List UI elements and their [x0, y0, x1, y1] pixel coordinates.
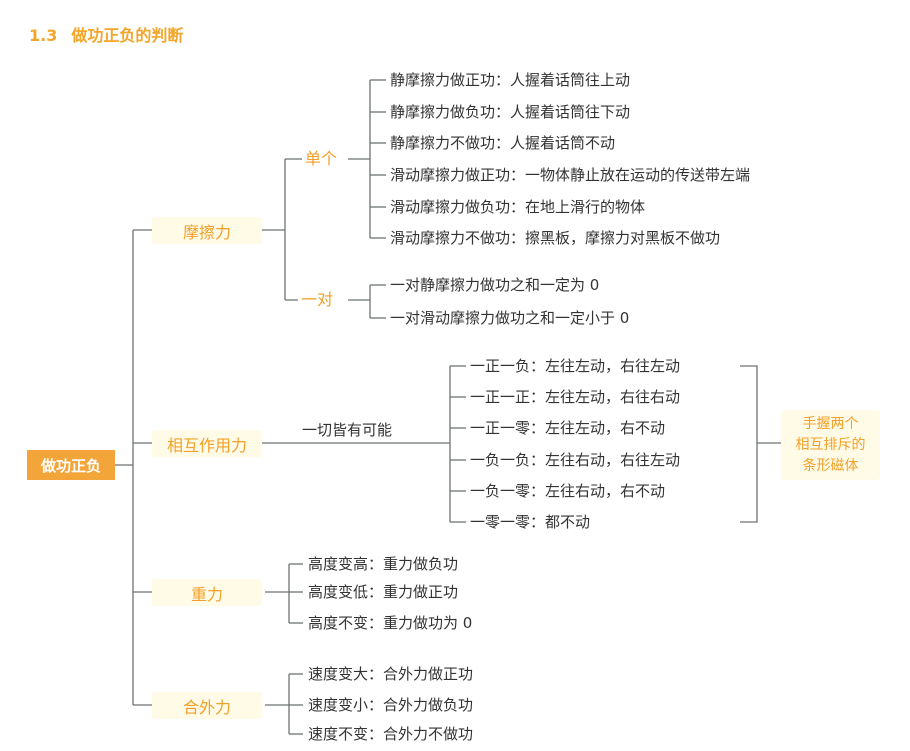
leaf-item: 一正一零：左往左动，右不动: [470, 419, 666, 437]
root-node: 做功正负: [27, 450, 115, 480]
leaf-item: 一对静摩擦力做功之和一定为 0: [390, 276, 600, 294]
leaf-item: 速度变小：合外力做负功: [308, 696, 474, 714]
note-line: 相互排斥的: [795, 436, 866, 453]
leaf-item: 高度变低：重力做正功: [308, 583, 459, 601]
leaf-item: 静摩擦力不做功：人握着话筒不动: [390, 134, 616, 152]
leaf-item: 一正一正：左往左动，右往右动: [470, 388, 681, 406]
note-line: 手握两个: [802, 415, 859, 432]
leaf-item: 速度不变：合外力不做功: [308, 725, 474, 743]
note-line: 条形磁体: [802, 457, 859, 474]
section-title: 1.3 做功正负的判断: [29, 22, 183, 46]
section-number: 1.3: [29, 26, 58, 45]
magnet-note: 手握两个 相互排斥的 条形磁体: [781, 410, 880, 480]
leaf-item: 一正一负：左往左动，右往左动: [470, 357, 681, 375]
leaf-item: 一负一负：左往右动，右往左动: [470, 451, 681, 469]
leaf-item: 一对滑动摩擦力做功之和一定小于 0: [390, 309, 630, 327]
leaf-item: 滑动摩擦力不做功：擦黑板，摩擦力对黑板不做功: [390, 229, 721, 247]
bracket: [740, 365, 758, 523]
leaf-item: 一负一零：左往右动，右不动: [470, 482, 666, 500]
node-single: 单个: [302, 149, 341, 169]
section-title-text: 做功正负的判断: [71, 26, 184, 45]
leaf-item: 高度变高：重力做负功: [308, 555, 459, 573]
node-pair: 一对: [298, 290, 337, 310]
node-gravity: 重力: [152, 579, 262, 606]
node-interaction: 相互作用力: [152, 430, 262, 457]
leaf-item: 静摩擦力做正功：人握着话筒往上动: [390, 71, 631, 89]
leaf-item: 静摩擦力做负功：人握着话筒往下动: [390, 103, 631, 121]
leaf-item: 高度不变：重力做功为 0: [308, 614, 473, 632]
leaf-item: 速度变大：合外力做正功: [308, 665, 474, 683]
node-all-possible: 一切皆有可能: [302, 420, 393, 440]
node-friction: 摩擦力: [152, 217, 262, 244]
leaf-item: 滑动摩擦力做负功：在地上滑行的物体: [390, 198, 646, 216]
node-net-force: 合外力: [152, 692, 262, 719]
leaf-item: 滑动摩擦力做正功：一物体静止放在运动的传送带左端: [390, 166, 751, 184]
leaf-item: 一零一零：都不动: [470, 513, 591, 531]
